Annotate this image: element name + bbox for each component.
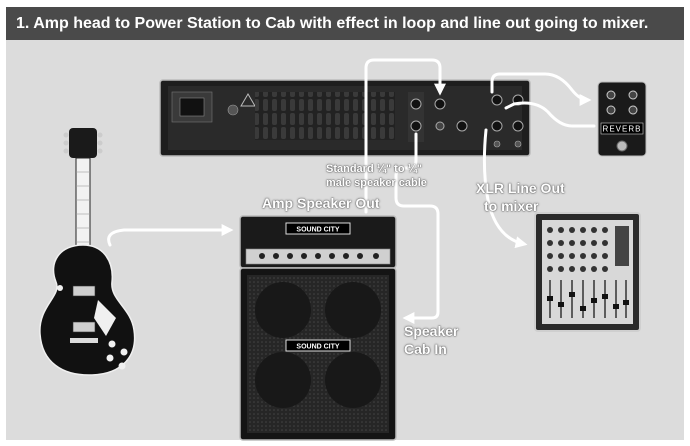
- speaker-cab-in-label-line2: Cab In: [404, 341, 447, 357]
- power-station-unit: [159, 79, 531, 157]
- guitar: [39, 128, 136, 376]
- page-title: 1. Amp head to Power Station to Cab with…: [6, 7, 684, 40]
- xlr-line-out-label-line1: XLR Line Out: [476, 180, 565, 196]
- reverb-pedal: REVERB: [597, 81, 647, 157]
- speaker-cabinet: SOUND CITY: [239, 267, 397, 441]
- speaker-cable-label-line1: Standard ¼" to ¼": [326, 163, 423, 175]
- speaker-cable-label-line2: male speaker cable: [326, 177, 427, 189]
- amp-head-brand: SOUND CITY: [296, 227, 340, 234]
- cable-guitar-to-amp: [107, 224, 234, 247]
- xlr-line-out-label-line2: to mixer: [484, 198, 539, 214]
- cable-xlr-to-mixer: [482, 128, 528, 249]
- cable-speaker-out-to-cab: [394, 132, 440, 324]
- amp-speaker-out-label: Amp Speaker Out: [262, 195, 380, 211]
- cable-fx-send-to-pedal: [490, 72, 592, 106]
- mixer-unit: [534, 212, 641, 332]
- cable-amp-speaker-out: [364, 58, 446, 214]
- amp-head: SOUND CITY: [239, 215, 397, 269]
- cabinet-brand: SOUND CITY: [296, 344, 340, 351]
- speaker-cab-in-label-line1: Speaker: [404, 323, 459, 339]
- cables: [107, 58, 596, 324]
- cable-pedal-to-fx-return: [504, 101, 596, 128]
- reverb-pedal-label: REVERB: [603, 125, 642, 134]
